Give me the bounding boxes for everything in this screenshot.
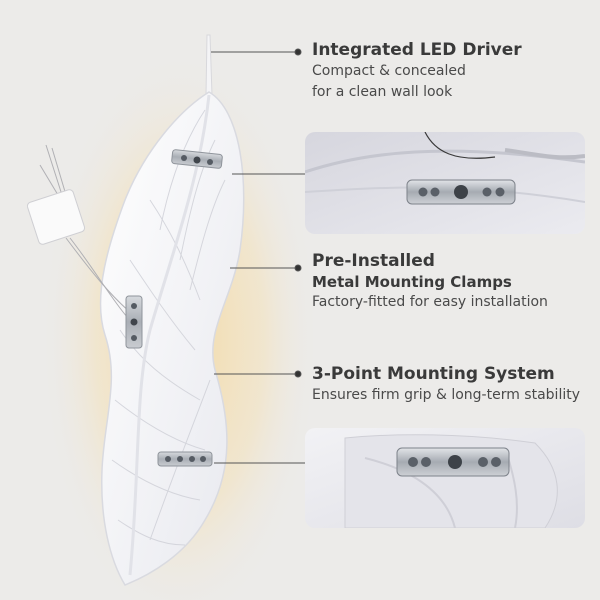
feature-desc-line: Factory-fitted for easy installation — [312, 294, 548, 310]
feature-led-driver: Integrated LED Driver Compact & conceale… — [312, 40, 522, 103]
feature-subtitle: Metal Mounting Clamps — [312, 273, 512, 291]
feature-title: 3-Point Mounting System — [312, 364, 555, 384]
mounting-clamp-icon — [396, 447, 510, 477]
feature-desc-line: Ensures firm grip & long-term stability — [312, 387, 581, 403]
feature-title: Integrated LED Driver — [312, 40, 522, 60]
feature-desc-line: for a clean wall look — [312, 84, 453, 100]
feature-desc-line: Compact & concealed — [312, 63, 466, 79]
feature-mounting-clamps: Pre-Installed Metal Mounting Clamps Fact… — [312, 251, 548, 313]
clamp-closeup-photo-bottom — [305, 428, 585, 528]
feature-title: Pre-Installed — [312, 251, 435, 271]
mounting-clamp-icon — [406, 179, 516, 205]
clamp-closeup-photo-top — [305, 132, 585, 234]
feature-mounting-system: 3-Point Mounting System Ensures firm gri… — [312, 364, 580, 406]
mounting-clamp-icon — [157, 451, 213, 467]
led-driver-icon — [26, 144, 131, 319]
mounting-clamp-icon — [171, 149, 223, 169]
mounting-clamp-icon — [125, 295, 143, 349]
